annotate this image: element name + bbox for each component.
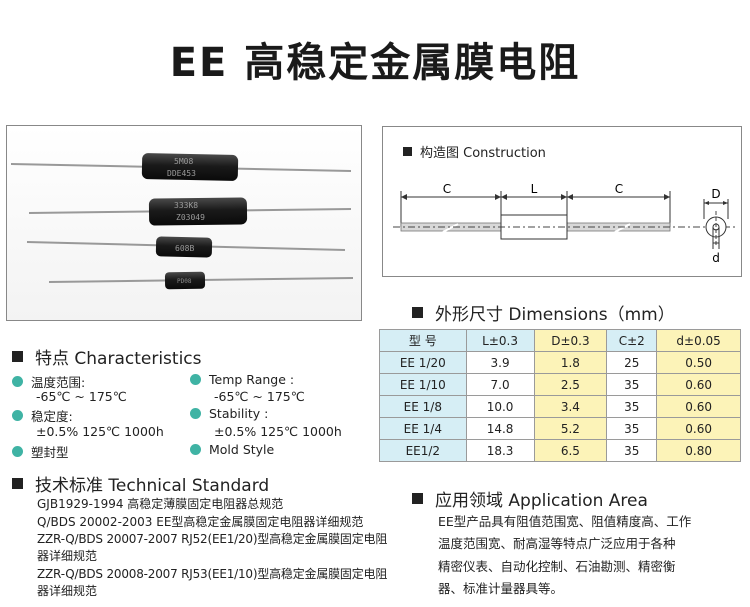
dimensions-heading: 外形尺寸 Dimensions（mm）: [412, 300, 675, 325]
column-header: d±0.05: [656, 329, 741, 352]
application-line: 器、标准计量器具等。: [438, 581, 564, 596]
table-cell: 5.2: [533, 417, 608, 440]
application-line: EE型产品具有阻值范围宽、阻值精度高、工作: [438, 514, 692, 529]
table-cell: 2.5: [533, 373, 608, 396]
square-bullet-icon: [403, 147, 412, 156]
char-mold-en: Mold Style: [190, 442, 274, 457]
char-temp-label-cn: 温度范围:: [12, 372, 85, 391]
bullet-dot-icon: [12, 446, 23, 457]
dimensions-table: 型 号 L±0.3 D±0.3 C±2 d±0.05 EE 1/20 3.9 1…: [379, 329, 741, 462]
label-d-upper: D: [711, 187, 720, 201]
resistor-2-marking-1: 333K8: [174, 201, 198, 210]
table-cell: 35: [606, 373, 658, 396]
bullet-dot-icon: [190, 444, 201, 455]
table-cell: 0.50: [656, 351, 741, 374]
char-stability-value-en: ±0.5% 125℃ 1000h: [214, 424, 342, 439]
construction-diagram: C L C D d: [393, 182, 735, 265]
standard-line: ZZR-Q/BDS 20007-2007 RJ52(EE1/20)型高稳定金属膜…: [37, 532, 388, 546]
column-header: D±0.3: [533, 329, 608, 352]
application-heading: 应用领域 Application Area: [412, 486, 648, 511]
bullet-dot-icon: [190, 408, 201, 419]
label-c-left: C: [443, 182, 451, 196]
characteristics-heading: 特点 Characteristics: [12, 344, 202, 369]
construction-panel: 构造图 Construction: [382, 126, 742, 277]
page-title: EE 高稳定金属膜电阻: [169, 40, 581, 86]
table-cell: EE 1/8: [379, 395, 467, 418]
square-bullet-icon: [12, 351, 23, 362]
char-temp-value-en: -65℃ ~ 175℃: [214, 389, 305, 404]
construction-heading: 构造图 Construction: [403, 142, 546, 161]
bullet-dot-icon: [190, 374, 201, 385]
resistor-1-marking-2: DDE453: [167, 169, 196, 178]
table-cell: 18.3: [465, 439, 535, 462]
char-stability-label-en: Stability :: [190, 406, 268, 421]
table-cell: 25: [606, 351, 658, 374]
bullet-dot-icon: [12, 410, 23, 421]
char-temp-label-en: Temp Range :: [190, 372, 294, 387]
table-cell: 1.8: [533, 351, 608, 374]
table-cell: 7.0: [465, 373, 535, 396]
table-row: EE 1/8 10.0 3.4 35 0.60: [379, 395, 741, 418]
table-row: EE 1/4 14.8 5.2 35 0.60: [379, 417, 741, 440]
square-bullet-icon: [412, 307, 423, 318]
resistors-image: 5M08 DDE453 333K8 Z03049 608B PD08: [10, 153, 354, 290]
standard-line: Q/BDS 20002-2003 EE型高稳定金属膜固定电阻器详细规范: [37, 515, 364, 529]
table-header-row: 型 号 L±0.3 D±0.3 C±2 d±0.05: [379, 329, 741, 352]
label-d-lower: d: [712, 251, 720, 265]
char-temp-value-cn: -65℃ ~ 175℃: [36, 389, 127, 404]
table-cell: 6.5: [533, 439, 608, 462]
bullet-dot-icon: [12, 376, 23, 387]
resistor-4-marking: PD08: [177, 278, 192, 285]
column-header: L±0.3: [465, 329, 535, 352]
char-mold-cn: 塑封型: [12, 442, 69, 461]
column-header: 型 号: [379, 329, 467, 352]
label-l: L: [531, 182, 538, 196]
table-cell: 0.60: [656, 395, 741, 418]
table-row: EE 1/10 7.0 2.5 35 0.60: [379, 373, 741, 396]
table-cell: 35: [606, 395, 658, 418]
table-cell: EE 1/10: [379, 373, 467, 396]
resistor-2-marking-2: Z03049: [176, 213, 205, 222]
table-cell: 10.0: [465, 395, 535, 418]
standard-line: 器详细规范: [37, 549, 98, 563]
char-stability-label-cn: 稳定度:: [12, 406, 73, 425]
table-cell: 0.60: [656, 373, 741, 396]
resistor-3-marking: 608B: [175, 244, 194, 253]
application-line: 温度范围宽、耐高湿等特点广泛应用于各种: [438, 536, 676, 551]
table-cell: 3.9: [465, 351, 535, 374]
application-line: 精密仪表、自动化控制、石油勘测、精密衡: [438, 559, 676, 574]
table-cell: EE 1/20: [379, 351, 467, 374]
table-cell: 0.60: [656, 417, 741, 440]
table-row: EE1/2 18.3 6.5 35 0.80: [379, 439, 741, 462]
square-bullet-icon: [12, 478, 23, 489]
table-row: EE 1/20 3.9 1.8 25 0.50: [379, 351, 741, 374]
standard-line: GJB1929-1994 高稳定薄膜固定电阻器总规范: [37, 497, 284, 511]
standard-heading: 技术标准 Technical Standard: [12, 471, 269, 496]
label-c-right: C: [615, 182, 623, 196]
table-cell: 3.4: [533, 395, 608, 418]
table-cell: EE 1/4: [379, 417, 467, 440]
standard-line: 器详细规范: [37, 584, 98, 598]
column-header: C±2: [606, 329, 658, 352]
table-cell: 14.8: [465, 417, 535, 440]
standard-line: ZZR-Q/BDS 20008-2007 RJ53(EE1/10)型高稳定金属膜…: [37, 567, 388, 581]
table-cell: 35: [606, 417, 658, 440]
table-cell: 0.80: [656, 439, 741, 462]
resistor-1-marking-1: 5M08: [174, 157, 193, 166]
product-photo: 5M08 DDE453 333K8 Z03049 608B PD08: [6, 125, 362, 321]
table-cell: EE1/2: [379, 439, 467, 462]
table-cell: 35: [606, 439, 658, 462]
char-stability-value-cn: ±0.5% 125℃ 1000h: [36, 424, 164, 439]
square-bullet-icon: [412, 493, 423, 504]
